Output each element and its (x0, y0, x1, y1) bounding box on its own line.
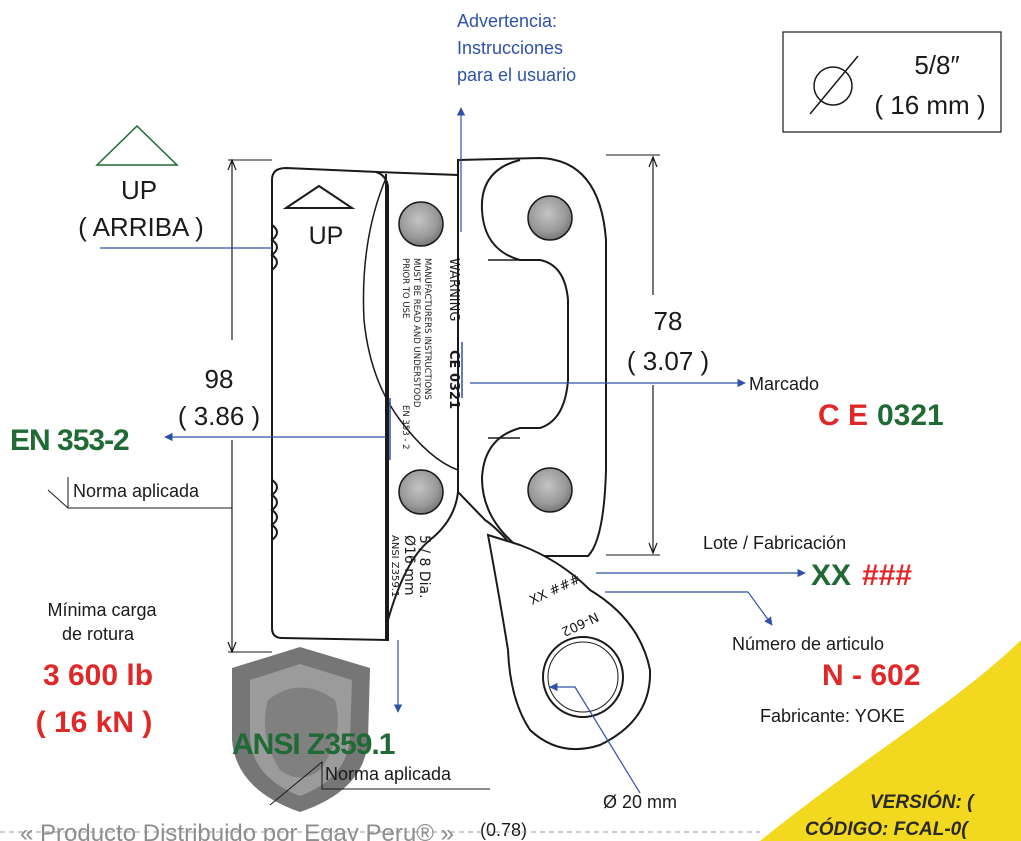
bolt-top-right (527, 195, 573, 241)
ce-number: 0321 (877, 399, 944, 432)
ansi-code: ANSI Z359.1 (232, 728, 395, 761)
engraved-en: EN 353 - 2 (400, 405, 410, 450)
bolt-top-left (398, 201, 444, 247)
load-lb: 3 600 lb (43, 659, 153, 692)
shield-watermark-icon (232, 647, 370, 812)
article-maker: Fabricante: YOKE (760, 706, 905, 726)
height-value: 98 (205, 364, 234, 394)
engraved-ce: CE 0321 (446, 350, 461, 409)
load-label-1: Mínima carga (47, 600, 157, 620)
warning-line-1: Advertencia: (457, 11, 557, 31)
lot-xx: XX (811, 559, 851, 592)
bolt-bottom-left (398, 469, 444, 515)
diameter-mm: ( 16 mm ) (874, 90, 985, 120)
eye-diameter-callout: Ø 20 mm (0.78) (480, 682, 677, 840)
engraved-instr-1: MANUFACTURERS INSTRUCTIONS (422, 258, 432, 400)
device-body (270, 156, 652, 751)
diameter-inch: 5/8″ (914, 50, 959, 80)
bolt-bottom-right (527, 467, 573, 513)
dimension-height: 98 ( 3.86 ) (178, 158, 272, 654)
warning-line-2: Instrucciones (457, 38, 563, 58)
en-norm-callout: EN 353-2 Norma aplicada (10, 424, 386, 509)
footer-code: CÓDIGO: FCAL-0( (805, 818, 970, 840)
ce-label: Marcado (749, 374, 819, 394)
breaking-load-callout: Mínima carga de rotura 3 600 lb ( 16 kN … (36, 600, 158, 739)
diameter-box: 5/8″ ( 16 mm ) (782, 31, 1002, 133)
lot-callout: Lote / Fabricación XX ### (596, 533, 912, 592)
ansi-norm-callout: ANSI Z359.1 Norma aplicada (232, 640, 490, 806)
ce-letters: C E (818, 399, 868, 432)
up-translation: ( ARRIBA ) (78, 212, 204, 242)
engraved-instr-2: MUST BE READ AND UNDERSTOOD (411, 258, 421, 408)
load-label-2: de rotura (62, 624, 135, 644)
ansi-caption: Norma aplicada (325, 764, 452, 784)
engraved-ansi: ANSI Z359.1 (389, 535, 400, 597)
hole-span-value: 78 (654, 306, 683, 336)
warning-line-3: para el usuario (457, 65, 576, 85)
article-label: Número de articulo (732, 634, 884, 654)
footer-version: VERSIÓN: ( (870, 791, 976, 813)
height-inch: ( 3.86 ) (178, 401, 260, 431)
eye-inch: (0.78) (480, 820, 527, 840)
up-text: UP (121, 175, 157, 205)
load-kn: ( 16 kN ) (36, 706, 153, 739)
hole-span-inch: ( 3.07 ) (627, 346, 709, 376)
yellow-corner-badge (760, 640, 1021, 841)
engraved-dia-mm: Ø16 mm (401, 535, 417, 596)
lot-hash: ### (862, 559, 912, 592)
dimension-hole-span: 78 ( 3.07 ) (606, 154, 709, 556)
engraved-dia: 5 / 8 Dia. (416, 535, 432, 599)
article-callout: Número de articulo N - 602 Fabricante: Y… (605, 591, 920, 726)
engraved-warning: WARNING (446, 258, 461, 321)
body-up-text: UP (309, 222, 344, 250)
eye-mm: Ø 20 mm (603, 792, 677, 812)
article-code: N - 602 (822, 659, 920, 692)
engraved-instr-3: PRIOR TO USE (400, 258, 410, 318)
up-callout: UP ( ARRIBA ) (78, 124, 272, 249)
warning-callout: Advertencia: Instrucciones para el usuar… (456, 11, 576, 232)
en-code: EN 353-2 (10, 424, 129, 457)
ce-marking-callout: Marcado C E 0321 (470, 374, 944, 432)
footer-distributor: « Producto Distribuido por Egay Peru® » (20, 820, 454, 841)
up-arrow-icon (282, 184, 356, 209)
lot-label: Lote / Fabricación (703, 533, 846, 553)
en-caption: Norma aplicada (73, 481, 200, 501)
